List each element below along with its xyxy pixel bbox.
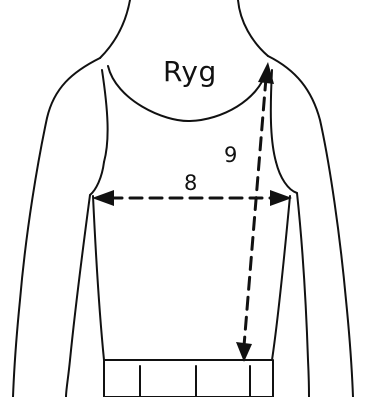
right-inner-arm bbox=[297, 193, 309, 397]
right-armhole bbox=[276, 162, 297, 193]
left-arm-outline bbox=[13, 58, 100, 397]
diagram-title: Ryg bbox=[163, 58, 217, 86]
neck-left-outline bbox=[100, 0, 130, 58]
back-length-label: 9 bbox=[224, 145, 237, 166]
tank-left-side bbox=[93, 196, 104, 360]
right-arm-outline bbox=[268, 56, 353, 397]
left-armhole bbox=[90, 162, 104, 195]
neck-right-outline bbox=[238, 0, 268, 56]
tank-right-side bbox=[272, 196, 290, 360]
chest-width-label: 8 bbox=[184, 173, 197, 194]
back-length-arrow bbox=[236, 62, 274, 362]
tank-left-strap bbox=[102, 70, 108, 162]
left-inner-arm bbox=[66, 195, 90, 397]
waistband bbox=[104, 360, 273, 397]
